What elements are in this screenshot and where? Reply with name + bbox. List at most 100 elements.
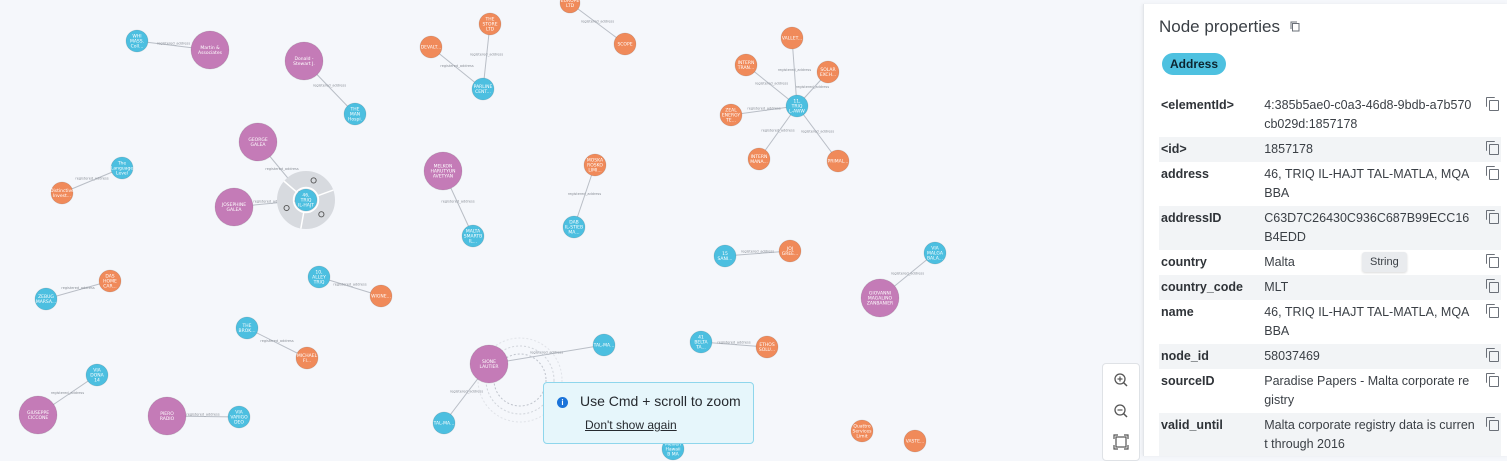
entity-node[interactable] [98,269,122,293]
entity-node[interactable] [583,153,607,177]
property-key: name [1161,305,1194,319]
node-caption: SCOPE [617,42,632,48]
dont-show-again-link[interactable]: Don't show again [585,418,677,432]
person-node[interactable] [214,187,254,227]
graph-edge[interactable] [430,46,484,90]
address-node[interactable] [432,411,456,435]
address-node[interactable] [294,188,318,212]
address-node[interactable] [461,224,485,248]
zoom-in-icon[interactable] [1111,370,1131,390]
fit-screen-icon[interactable] [1111,432,1131,452]
edge-label: registered_address [75,177,108,181]
edge-label: registered_address [530,351,563,355]
entity-node[interactable] [903,429,927,453]
zoom-out-icon[interactable] [1111,401,1131,421]
address-node[interactable] [227,405,251,429]
copy-icon[interactable] [1486,210,1499,224]
copy-icon[interactable] [1486,304,1499,318]
copy-icon[interactable] [1486,417,1499,431]
scissors-icon[interactable] [283,204,290,212]
context-menu-ring[interactable] [277,171,335,229]
graph-svg[interactable]: registered_addressregistered_addressregi… [0,0,1140,461]
address-node[interactable] [592,333,616,357]
expand-icon[interactable] [318,211,325,218]
edge-label: registered_address [253,200,286,204]
entity-node[interactable] [780,26,804,50]
address-node[interactable] [85,363,109,387]
address-node[interactable] [923,241,947,265]
address-node[interactable] [471,77,495,101]
edge-label: registered_address [440,64,473,68]
address-node[interactable] [713,244,737,268]
lock-icon[interactable] [310,177,317,184]
entity-node[interactable] [295,346,319,370]
graph-edge[interactable] [488,344,605,365]
person-node[interactable] [284,41,324,81]
entity-node[interactable] [478,12,502,36]
entity-node[interactable] [369,284,393,308]
copy-icon[interactable] [1486,348,1499,362]
entity-node[interactable] [559,0,581,14]
copy-icon[interactable] [1486,141,1499,155]
address-node[interactable] [785,94,809,118]
graph-edge[interactable] [569,2,626,45]
node-label-chip[interactable]: Address [1162,53,1227,75]
copy-icon[interactable] [1486,279,1499,293]
copy-icon[interactable] [1486,254,1499,268]
node-context-ring[interactable] [277,171,335,229]
person-node[interactable] [18,395,58,435]
copy-icon[interactable] [1290,21,1300,32]
entity-node[interactable] [747,147,771,171]
person-node[interactable] [147,396,187,436]
person-node[interactable] [238,122,278,162]
entity-node[interactable] [778,239,802,263]
graph-edge[interactable] [730,105,798,116]
person-node[interactable] [469,344,509,384]
entity-node[interactable] [719,103,743,127]
graph-edge[interactable] [246,327,308,359]
entity-node[interactable] [419,35,443,59]
graph-edge[interactable] [45,280,111,300]
address-node[interactable] [235,316,259,340]
graph-edge[interactable] [796,105,839,162]
address-node[interactable] [110,156,134,180]
address-node[interactable] [34,287,58,311]
address-node[interactable] [562,215,586,239]
copy-icon[interactable] [1486,166,1499,180]
copy-icon[interactable] [1486,373,1499,387]
property-key: country_code [1159,275,1263,300]
entity-node[interactable] [816,60,840,84]
graph-edge[interactable] [791,37,798,107]
graph-edge[interactable] [700,341,768,348]
address-node[interactable] [307,265,331,289]
address-node[interactable] [343,102,367,126]
address-node[interactable] [125,29,149,53]
address-node[interactable] [689,330,713,354]
entity-node[interactable] [50,181,74,205]
entity-node[interactable] [850,419,874,443]
edge-label: registered_address [761,129,794,133]
copy-icon[interactable] [1486,97,1499,111]
entity-node[interactable] [734,53,758,77]
person-node[interactable] [423,151,463,191]
property-key: node_id [1159,344,1263,369]
node-caption: Donald -Stewart J. [293,56,315,67]
entity-node[interactable] [613,32,637,56]
entity-node[interactable] [755,335,779,359]
entity-node[interactable] [826,149,850,173]
person-node[interactable] [860,278,900,318]
person-node[interactable] [190,30,230,70]
